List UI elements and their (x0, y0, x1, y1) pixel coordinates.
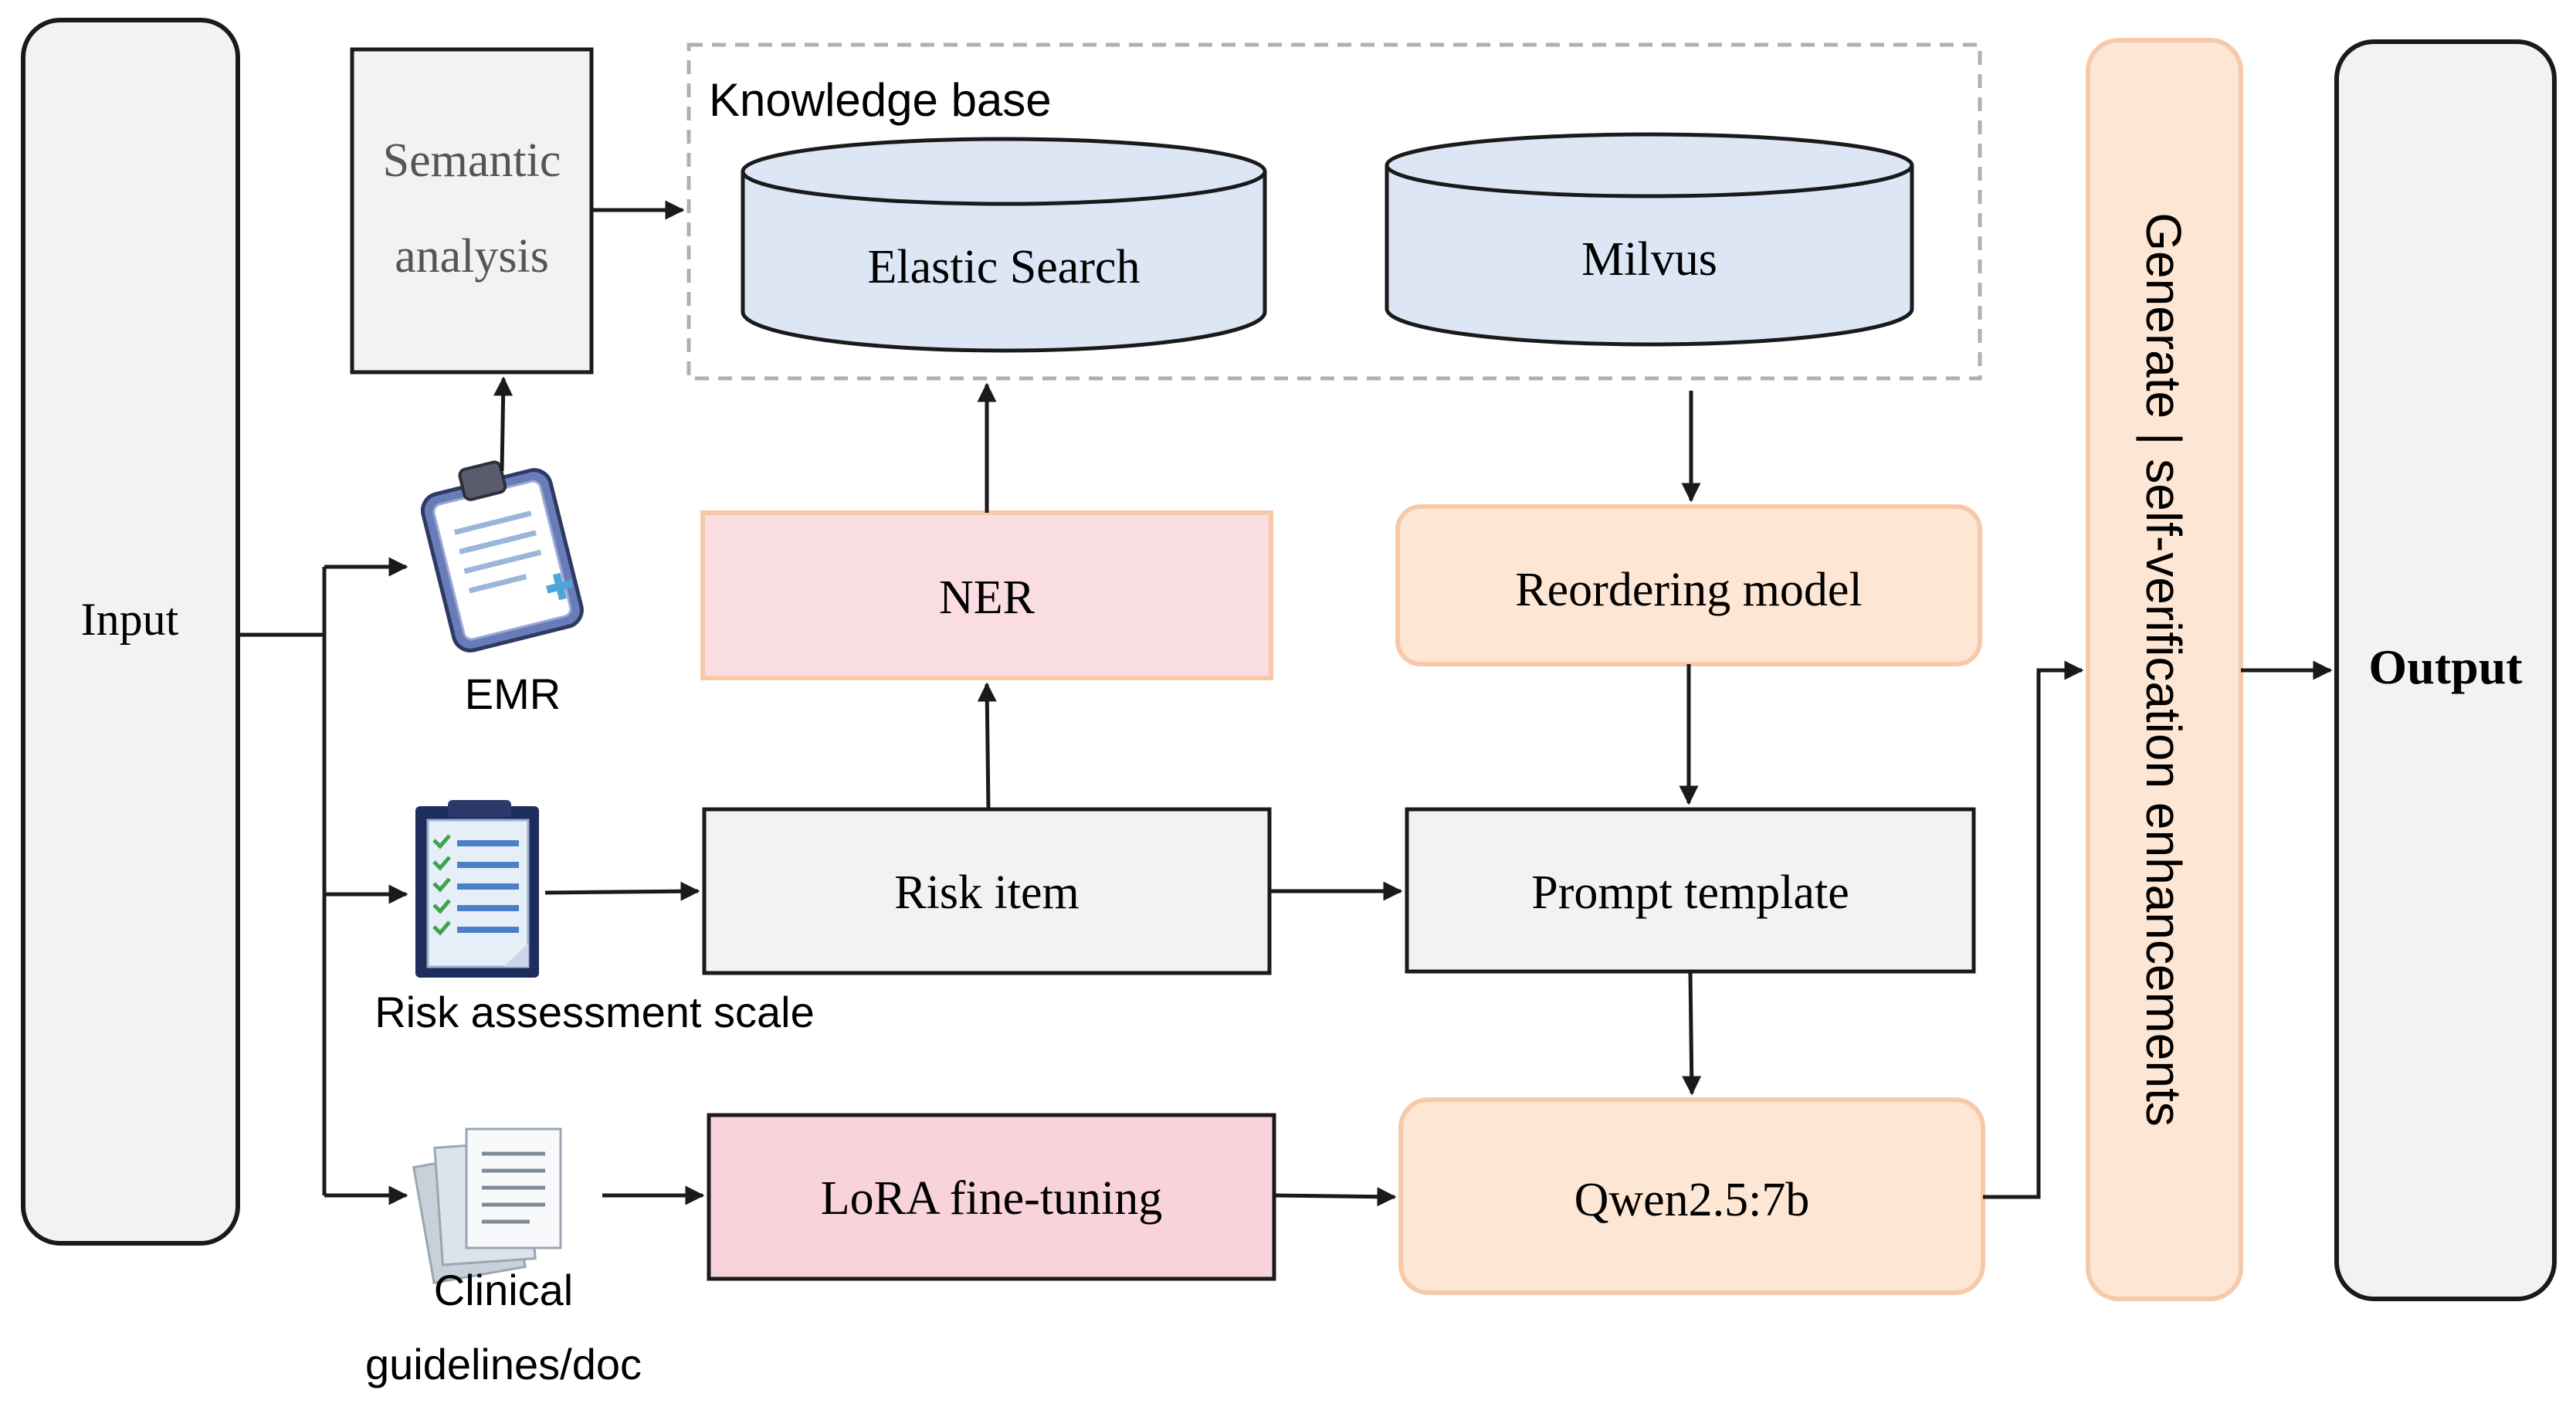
arrow-lora-to-qwen (1273, 1187, 1397, 1207)
arrow-emr-to-semantic (493, 376, 514, 472)
ner-label: NER (939, 571, 1035, 624)
clipboard-icon (420, 460, 584, 653)
knowledge-base-container (686, 42, 1982, 381)
arrow-prompt-to-qwen (1682, 971, 1702, 1096)
risk-scale-label: Risk assessment scale (375, 988, 815, 1036)
guidelines-label-line2: guidelines/doc (365, 1340, 642, 1388)
elastic-search-label: Elastic Search (868, 241, 1141, 293)
prompt-template-box (1405, 807, 1976, 974)
milvus-db: Milvus (1385, 132, 1914, 347)
qwen-label: Qwen2.5:7b (1574, 1174, 1810, 1226)
semantic-analysis-box (350, 47, 594, 375)
emr-label: EMR (465, 670, 561, 718)
arrow-scale-to-risk-item (544, 881, 700, 901)
knowledge-base-title: Knowledge base (709, 74, 1052, 126)
guidelines-label-line1: Clinical (434, 1266, 574, 1314)
lora-box (707, 1113, 1276, 1281)
risk-item-label: Risk item (894, 866, 1079, 919)
documents-icon (412, 1127, 562, 1285)
input-label: Input (81, 594, 179, 645)
arrow-qwen-to-generate (1983, 660, 2084, 1199)
lora-label: LoRA fine-tuning (821, 1172, 1163, 1225)
ner-box (700, 510, 1273, 680)
prompt-template-label: Prompt template (1531, 866, 1849, 919)
reordering-label: Reordering model (1515, 564, 1862, 616)
elastic-search-db: Elastic Search (741, 137, 1267, 353)
arrow-risk-item-to-ner (977, 682, 997, 810)
checklist-icon (415, 800, 539, 978)
milvus-label: Milvus (1581, 233, 1717, 286)
semantic-analysis-line2: analysis (395, 230, 549, 283)
semantic-analysis-line1: Semantic (383, 134, 561, 187)
output-label: Output (2368, 639, 2523, 694)
risk-item-box (702, 807, 1272, 975)
generate-label: Generate | self-verification enhancement… (2136, 212, 2191, 1126)
input-box (21, 18, 240, 1246)
output-box (2334, 39, 2557, 1301)
